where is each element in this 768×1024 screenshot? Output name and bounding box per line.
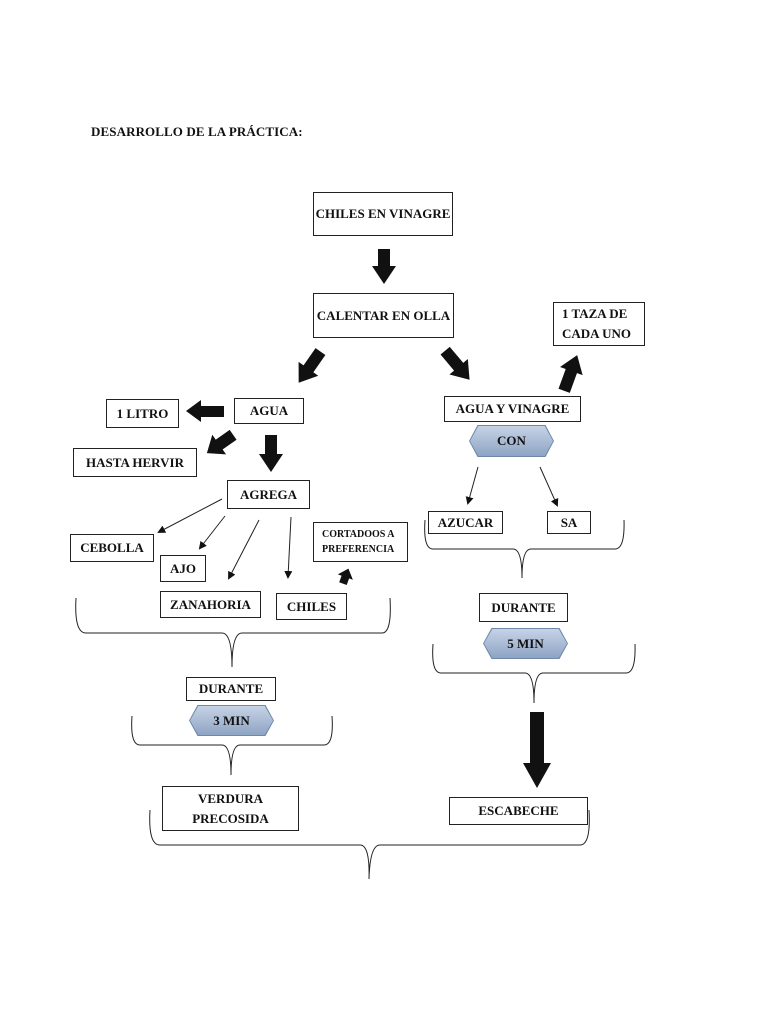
node-chiles-en-vinagre: CHILES EN VINAGRE	[313, 192, 453, 236]
node-label: 1 TAZA DE CADA UNO	[562, 306, 631, 341]
node-label: SA	[560, 514, 578, 530]
node-label: VERDURA PRECOSIDA	[192, 790, 269, 826]
node-agua-y-vinagre: AGUA Y VINAGRE	[444, 396, 581, 422]
node-durante-right: DURANTE	[479, 593, 568, 622]
block-arrow-to-escabeche	[523, 712, 551, 788]
arrow-to-zanahoria	[228, 519, 260, 580]
node-cebolla: CEBOLLA	[70, 534, 154, 562]
node-chiles: CHILES	[276, 593, 347, 620]
node-ajo: AJO	[160, 555, 206, 582]
block-arrow-to-agua	[298, 348, 326, 383]
arrow-to-cebolla	[157, 498, 223, 533]
brace-final	[149, 809, 590, 880]
node-1-taza-de-cada-uno: 1 TAZA DE CADA UNO	[553, 302, 645, 346]
node-label: AZUCAR	[437, 514, 494, 530]
hex-3-min: 3 MIN	[190, 706, 273, 735]
node-azucar: AZUCAR	[428, 511, 503, 534]
block-arrow-to-hervir	[206, 429, 237, 455]
node-agrega: AGREGA	[227, 480, 310, 509]
node-label: CHILES	[286, 598, 337, 614]
hex-con: CON	[470, 426, 553, 456]
node-calentar-en-olla: CALENTAR EN OLLA	[313, 293, 454, 338]
node-agua: AGUA	[234, 398, 304, 424]
node-label: DURANTE	[491, 599, 556, 615]
arrow-to-sa	[539, 466, 559, 507]
arrow-to-azucar	[465, 466, 479, 505]
node-label: ESCABECHE	[478, 803, 559, 818]
block-arrow-down-1	[372, 249, 396, 284]
node-durante-left: DURANTE	[186, 677, 276, 701]
node-label: CORTADOOS A PREFERENCIA	[322, 529, 395, 555]
node-hasta-hervir: HASTA HERVIR	[73, 448, 197, 477]
block-arrow-to-taza	[558, 355, 583, 393]
brace-3min	[131, 715, 333, 776]
block-arrow-to-agua-vinagre	[440, 346, 470, 380]
node-label: HASTA HERVIR	[86, 454, 184, 470]
node-zanahoria: ZANAHORIA	[160, 591, 261, 618]
block-arrow-to-cortados	[337, 568, 353, 586]
node-label: ZANAHORIA	[170, 596, 251, 612]
block-arrow-to-litro	[186, 400, 224, 422]
node-label: DURANTE	[198, 681, 264, 696]
node-cortados-a-preferencia: CORTADOOS A PREFERENCIA	[313, 522, 408, 562]
node-label: AGUA Y VINAGRE	[455, 401, 570, 416]
node-label: AGREGA	[239, 486, 298, 502]
node-1-litro: 1 LITRO	[106, 399, 179, 428]
arrow-to-ajo	[198, 515, 226, 550]
node-escabeche: ESCABECHE	[449, 797, 588, 825]
node-label: 1 LITRO	[116, 405, 169, 421]
node-label: AGUA	[249, 403, 289, 418]
node-label: CON	[497, 433, 526, 448]
brace-5min	[432, 643, 636, 704]
node-label: CEBOLLA	[80, 540, 144, 555]
brace-azucar-sa	[424, 519, 625, 579]
node-verdura-precosida: VERDURA PRECOSIDA	[162, 786, 299, 831]
page-title: DESARROLLO DE LA PRÁCTICA:	[91, 124, 303, 139]
brace-ingredients	[75, 597, 391, 668]
node-label: CALENTAR EN OLLA	[316, 307, 451, 323]
block-arrow-to-agrega	[259, 435, 283, 472]
arrow-to-chiles	[284, 516, 293, 579]
node-label: CHILES EN VINAGRE	[315, 206, 451, 221]
node-label: 3 MIN	[213, 712, 250, 728]
node-sa: SA	[547, 511, 591, 534]
node-label: 5 MIN	[507, 635, 544, 651]
hex-5-min: 5 MIN	[484, 629, 567, 658]
node-label: AJO	[170, 560, 196, 576]
